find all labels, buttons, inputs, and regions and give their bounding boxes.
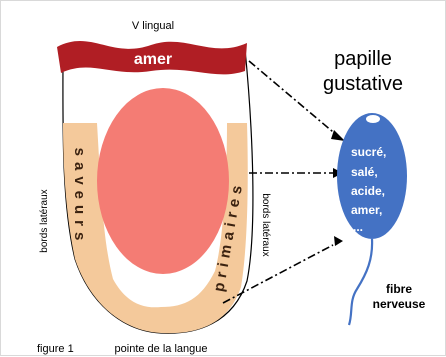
taste-item-bitter: amer, xyxy=(351,203,382,217)
v-lingual-label: V lingual xyxy=(132,20,174,32)
taste-item-salty: salé, xyxy=(351,165,378,179)
papilla-title-line1: papille xyxy=(334,48,392,70)
papilla-pore xyxy=(366,115,380,123)
papilla-title-line2: gustative xyxy=(323,73,403,95)
side-label-left: bords latéraux xyxy=(39,189,50,252)
side-label-right: bords latéraux xyxy=(260,193,271,256)
tongue-center-oval xyxy=(97,88,229,274)
nerve-label-line2: nerveuse xyxy=(373,297,426,311)
arrowhead-top xyxy=(331,130,345,141)
tip-label: pointe de la langue xyxy=(115,343,208,355)
figure-label: figure 1 xyxy=(37,343,74,355)
arrowhead-bottom xyxy=(334,236,343,246)
left-band-label: saveurs xyxy=(71,148,88,247)
taste-item-sweet: sucré, xyxy=(351,145,386,159)
nerve-fiber xyxy=(349,239,372,325)
nerve-label-line1: fibre xyxy=(386,282,412,296)
taste-item-sour: acide, xyxy=(351,184,385,198)
taste-item-more: ... xyxy=(353,220,363,234)
bitter-band-label: amer xyxy=(134,51,172,68)
